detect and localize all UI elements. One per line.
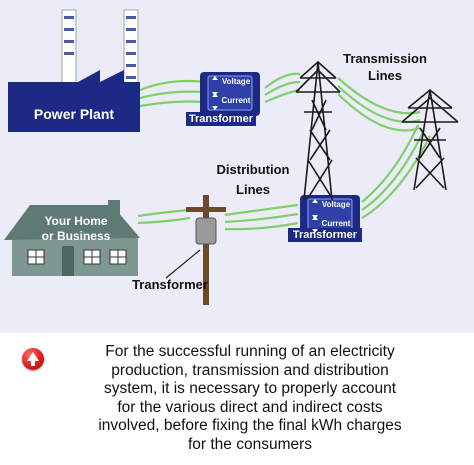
diagram-graphics <box>4 9 459 305</box>
distribution-lines-label: Distribution Lines <box>216 162 290 197</box>
current-label-2: Current <box>321 219 351 228</box>
power-plant-building <box>8 9 140 132</box>
power-plant-label: Power Plant <box>33 106 115 122</box>
power-lines <box>137 72 431 231</box>
house <box>4 200 140 276</box>
red-up-arrow-icon <box>22 348 44 370</box>
voltage-label-2: Voltage <box>321 200 351 209</box>
main-transformer-unit <box>186 72 260 126</box>
home-label: Your Home or Business <box>41 214 111 243</box>
caption-text: For the successful running of an electri… <box>98 343 402 453</box>
distribution-transformer-unit <box>288 195 362 242</box>
power-distribution-diagram: Power Plant Voltage Current Transformer … <box>0 0 474 333</box>
caption-panel: For the successful running of an electri… <box>0 333 474 465</box>
main-transformer-label: Transformer <box>188 113 254 125</box>
transmission-tower-2 <box>401 88 459 191</box>
current-label: Current <box>221 96 251 105</box>
pole-transformer-label: Transformer <box>132 277 208 292</box>
transformer-arrow-icons <box>212 76 318 233</box>
voltage-label: Voltage <box>221 77 251 86</box>
transmission-tower-1 <box>295 60 341 201</box>
utility-pole <box>165 195 226 305</box>
distribution-transformer-label: Transformer <box>292 229 358 241</box>
transmission-lines-label: Transmission Lines <box>343 51 427 83</box>
